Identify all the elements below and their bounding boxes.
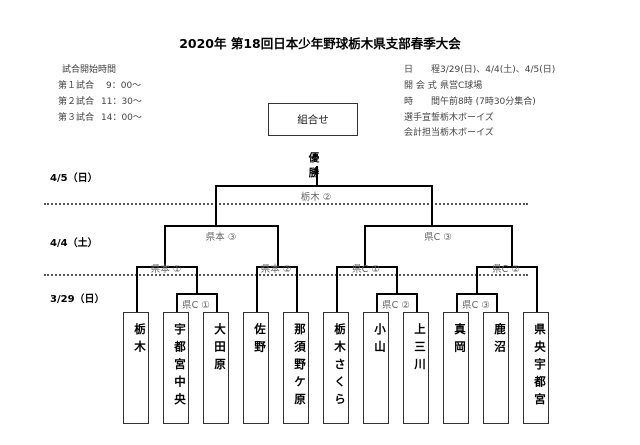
bracket-line (456, 293, 458, 312)
oath-value: 栃木ボーイズ (440, 113, 494, 123)
time-value: 午前8時 (7時30分集合) (440, 97, 536, 107)
venue-semi-1: 県本 ③ (205, 232, 237, 243)
team-box: 那須野ケ原 (283, 312, 309, 424)
bracket-line (376, 293, 418, 295)
team-box: 栃木さくら (323, 312, 349, 424)
team-name: 大田原 (213, 323, 227, 376)
bracket-line (256, 266, 298, 268)
champion-label: 優 勝 (308, 152, 326, 179)
team-box: 宇都宮中央 (163, 312, 189, 424)
accounting-label: 会計担当 (404, 128, 441, 138)
venue-qf-4: 県C ② (492, 264, 520, 275)
bracket-line (496, 293, 498, 312)
ceremony-label: 開 会 式 (404, 81, 437, 91)
venue-r1-2: 県C ② (382, 300, 410, 311)
bracket-title-box: 組合せ (268, 103, 358, 136)
bracket-line (296, 266, 298, 312)
bracket-line (215, 185, 433, 187)
venue-final: 栃木 ② (300, 192, 332, 203)
game-2-time: 11：30～ (101, 97, 142, 107)
team-box: 大田原 (203, 312, 229, 424)
bracket-line (336, 266, 338, 312)
bracket-line (476, 266, 538, 268)
bracket-line (256, 266, 258, 312)
team-box: 栃木 (123, 312, 149, 424)
bracket-line (216, 293, 218, 312)
venue-qf-2: 県本 ② (260, 264, 292, 275)
team-name: 栃木さくら (333, 323, 347, 411)
bracket-line (136, 266, 138, 312)
game-1-time: 9：00～ (106, 81, 142, 91)
time-label: 時 間 (404, 97, 441, 107)
venue-r1-1: 県C ① (182, 300, 210, 311)
game-2-label: 第２試合 (58, 97, 95, 107)
bracket-line (376, 293, 378, 312)
bracket-line (164, 225, 166, 268)
date-semis: 4/4（土） (50, 238, 98, 249)
game-3-time: 14：00～ (101, 113, 142, 123)
bracket-line (176, 293, 178, 312)
bracket-line (176, 293, 218, 295)
team-name: 上三川 (413, 323, 427, 376)
divider-line (44, 274, 528, 276)
team-box: 真岡 (443, 312, 469, 424)
team-name: 栃木 (133, 323, 147, 358)
team-box: 小山 (363, 312, 389, 424)
oath-label: 選手宣誓 (404, 113, 441, 123)
bracket-line (316, 166, 318, 186)
bracket-line (536, 266, 538, 312)
bracket-line (364, 225, 366, 268)
bracket-line (164, 225, 279, 227)
team-name: 宇都宮中央 (173, 323, 187, 411)
accounting-value: 栃木ボーイズ (440, 128, 494, 138)
venue-r1-3: 県C ③ (462, 300, 490, 311)
team-name: 那須野ケ原 (293, 323, 307, 411)
bracket-line (456, 293, 498, 295)
bracket-line (364, 225, 513, 227)
document-title: 2020年 第18回日本少年野球栃木県支部春季大会 (179, 36, 461, 51)
team-name: 真岡 (453, 323, 467, 358)
ceremony-value: 県営C球場 (440, 81, 483, 91)
bracket-line (277, 225, 279, 268)
team-box: 鹿沼 (483, 312, 509, 424)
team-box: 県央宇都宮 (523, 312, 549, 424)
team-name: 小山 (373, 323, 387, 358)
game-3-label: 第３試合 (58, 113, 95, 123)
date-final: 4/5（日） (50, 173, 98, 184)
bracket-line (336, 266, 398, 268)
team-name: 県央宇都宮 (533, 323, 547, 411)
team-box: 上三川 (403, 312, 429, 424)
bracket-line (416, 293, 418, 312)
venue-qf-1: 県本 ① (150, 264, 182, 275)
team-box: 佐野 (243, 312, 269, 424)
bracket-line (136, 266, 198, 268)
date-round1: 3/29（日） (50, 294, 105, 305)
bracket-line (431, 185, 433, 227)
start-times-heading: 試合開始時間 (62, 65, 117, 75)
schedule-value: 3/29(日)、4/4(土)、4/5(日) (440, 65, 556, 75)
schedule-label: 日 程 (404, 65, 441, 75)
game-1-label: 第１試合 (58, 81, 95, 91)
bracket-line (396, 266, 398, 295)
bracket-line (196, 266, 198, 295)
bracket-line (511, 225, 513, 268)
bracket-line (476, 266, 478, 295)
divider-line (44, 203, 528, 205)
team-name: 鹿沼 (493, 323, 507, 358)
team-name: 佐野 (253, 323, 267, 358)
bracket-line (215, 185, 217, 227)
venue-semi-2: 県C ③ (424, 232, 452, 243)
venue-qf-3: 県C ① (352, 264, 380, 275)
